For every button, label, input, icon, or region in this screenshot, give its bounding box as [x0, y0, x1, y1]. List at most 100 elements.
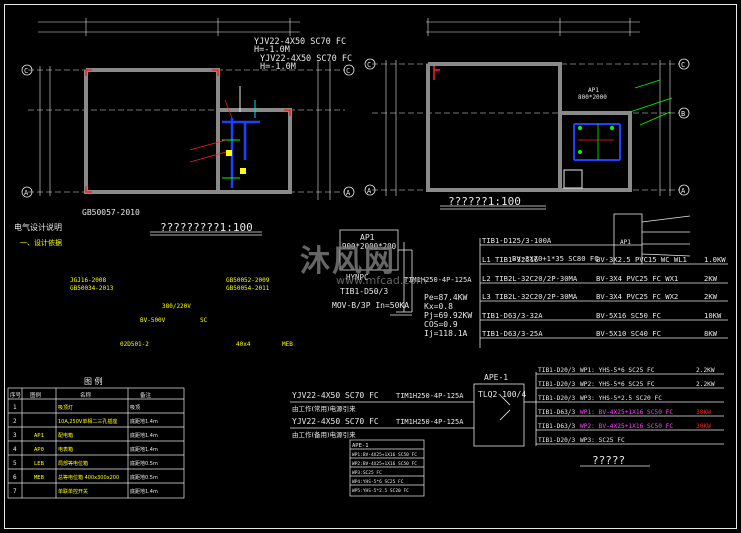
ap1-hynpc: HYNPC [346, 273, 369, 282]
note-bv: BV-500V [140, 317, 166, 324]
legend-no: 4 [13, 446, 17, 453]
circuit-breaker: TIB1-D63/3-32A [482, 311, 543, 320]
notes-sub: 一、设计依据 [20, 238, 62, 247]
ape-sub-table [349, 439, 425, 497]
right-panel-label: AP1 [588, 87, 599, 94]
legend-header: 备注 [140, 391, 152, 399]
ape-out-cable: WP2: BV-4X25+1X16 SC50 FC [580, 423, 673, 430]
legend-name: 10A,250V单相二三孔插座 [58, 418, 117, 425]
left-red-corners [85, 69, 291, 193]
legend-no: 5 [13, 460, 17, 467]
note-jgj16: JGJ16-2008 [70, 277, 107, 284]
note-gb50054: GB50054-2011 [226, 285, 270, 292]
ape-output-rows: TIB1-D20/3 WP1: YHS-5*6 SC25 FC 2.2KW TIB1-… [538, 367, 715, 444]
ape-out-load: 2.2KW [696, 367, 715, 374]
ape-sub-line-2: WP3:SC25 FC [352, 470, 382, 476]
ap1-spd: MOV-B/3P In=50KA [332, 301, 409, 310]
ape-in2b: 由工作(备用)电源引来 [292, 430, 356, 439]
legend-no: 2 [13, 418, 17, 425]
notes-title: 电气设计说明 [14, 222, 62, 232]
left-plan-caption: ?????????1:100 [160, 221, 253, 234]
right-walls [426, 62, 632, 192]
ap1-cos: COS=0.9 [424, 320, 458, 329]
left-wiring [189, 86, 260, 188]
legend-note: 吸顶 [130, 405, 140, 411]
ape-out-load: 30KW [696, 409, 711, 416]
h-label-1: H=-1.0M [254, 45, 290, 55]
legend-note: 底距地0.5m [130, 474, 158, 481]
ape-out-load: 2.2KW [696, 381, 715, 388]
right-panel-size: 800*2000 [578, 94, 607, 101]
legend-name: 局部等电位箱 [58, 460, 88, 467]
system-lines [339, 213, 728, 348]
legend-name: 电表箱 [58, 446, 73, 453]
ape-tlq: TLQ2-100/4 [478, 390, 526, 399]
legend-note: 底距地1.4m [130, 446, 158, 453]
circuit-cable: BV-3X2.5 PVC15 WC WL1 [596, 255, 687, 264]
ape-out-cable: WP2: YHS-5*6 SC25 FC [580, 381, 655, 388]
note-voltage: 380/220V [162, 303, 191, 310]
axis-a-right: A [367, 187, 372, 195]
legend-symbol: AP0 [34, 447, 44, 453]
ape-sub-title: APE-1 [352, 443, 369, 449]
drawing-frame [4, 4, 737, 529]
ap1-breaker: TIB1-D50/3 [340, 287, 388, 296]
ape-out-cable: WP1: YHS-5*6 SC25 FC [580, 367, 655, 374]
circuit-breaker: L3 TIB2L-32C20/2P-30MA [482, 292, 578, 301]
ap1-pe: Pe=87.4KW [424, 293, 468, 302]
circuit-breaker: L1 TIB1-32C16 [482, 255, 538, 264]
cable-label-2: YJV22-4X50 SC70 FC [260, 54, 352, 64]
ape-br1: TIM1H250-4P-125A [396, 392, 464, 400]
axis-a-right2: A [681, 187, 686, 195]
ape-out-breaker: TIB1-D20/3 [538, 437, 576, 444]
ape-in2: YJV22-4X50 SC70 FC [292, 417, 379, 426]
ap1-title: AP1 [360, 233, 375, 242]
legend-symbol: MEB [34, 475, 45, 481]
note-40x4: 40x4 [236, 341, 251, 348]
legend-no: 6 [13, 474, 17, 481]
ape-sub-line-1: WP2:BV-4X25+1X16 SC50 FC [352, 461, 417, 467]
watermark-url: www.mfcad.com [336, 274, 427, 287]
circuit-cable: BV-3X4 PVC25 FC WX1 [596, 274, 678, 283]
ape-lines [290, 372, 724, 447]
legend-table-lines [7, 387, 185, 499]
circuit-cable: BV-5X16 SC50 FC [596, 311, 661, 320]
legend-name: 单联单控开关 [58, 488, 88, 495]
ape-out-cable: WP3: SC25 FC [580, 437, 625, 444]
axis-c-right2: C [681, 61, 685, 69]
ape-title: APE-1 [484, 373, 508, 382]
note-sc: SC [200, 317, 208, 324]
circuit-load: 8KW [704, 329, 718, 338]
ap1-size: 900*2000*200 [342, 242, 397, 251]
legend-symbol: LEB [34, 461, 45, 467]
ap1-pj: Pj=69.92KW [424, 311, 472, 320]
legend-symbol: AP1 [34, 433, 44, 439]
legend-header: 序号 [10, 391, 22, 399]
ape-out-cable: WP3: YHS-5*2.5 SC20 FC [580, 395, 662, 402]
circuit-cable: BV-3X70+1*35 SC80 FC [512, 254, 599, 263]
legend-header: 名称 [80, 391, 92, 399]
right-plan-caption: ??????1:100 [448, 195, 521, 208]
legend-name: 配电箱 [58, 432, 73, 439]
ape-out-breaker: TIB1-D63/3 [538, 423, 576, 430]
rbox-label: AP1 [620, 239, 631, 246]
ap1-kx: Kx=0.8 [424, 302, 453, 311]
axis-b-right: B [681, 110, 685, 118]
axis-a-left2: A [346, 189, 351, 197]
note-meb: MEB [282, 341, 293, 348]
circuit-breaker: TIB1-D125/3-100A [482, 236, 552, 245]
axis-a-left: A [24, 189, 29, 197]
ape-out-breaker: TIB1-D20/3 [538, 395, 576, 402]
left-std: GB50057-2010 [82, 208, 140, 217]
legend-note: 底距地1.4m [130, 488, 158, 495]
ape-out-breaker: TIB1-D20/3 [538, 367, 576, 374]
caption-underlines [150, 205, 650, 467]
ape-out-cable: WP1: BV-4X25+1X16 SC50 FC [580, 409, 673, 416]
legend-header: 图例 [30, 391, 42, 399]
right-plan-dims [372, 18, 680, 196]
legend-name: 总等电位箱 400x300x200 [58, 474, 119, 481]
ape-out-load: 30KW [696, 423, 711, 430]
ape-sub-line-4: WP5:YHS-5*2.5 SC20 FC [352, 488, 409, 494]
